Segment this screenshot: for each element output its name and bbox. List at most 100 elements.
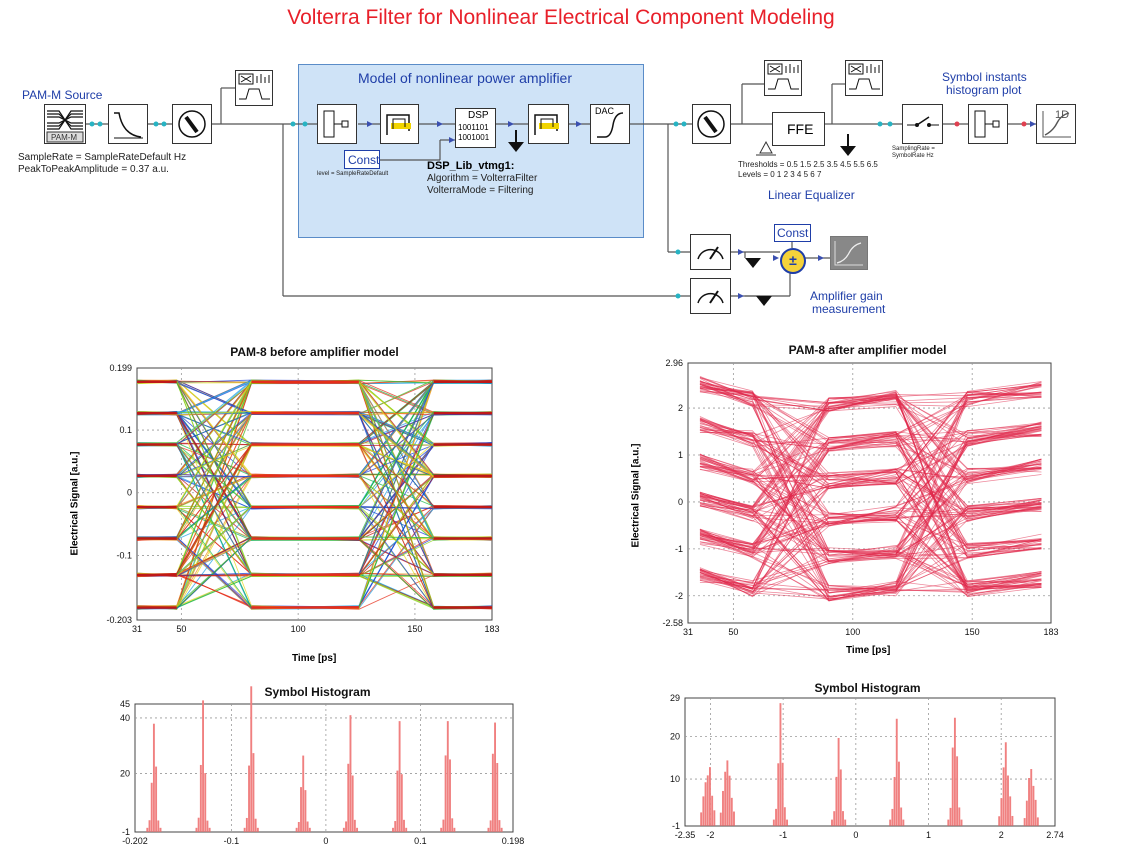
- eye-after-ytick: 1: [678, 450, 683, 460]
- const-block-gain[interactable]: Const: [774, 224, 811, 242]
- sampler-block-2[interactable]: [968, 104, 1008, 144]
- const-block-amp[interactable]: Const: [344, 150, 380, 169]
- const-param: level = SampleRateDefault: [317, 171, 389, 177]
- hist_after-bar: [772, 819, 775, 826]
- hist_before-bar: [256, 827, 259, 832]
- gain-display-block[interactable]: [830, 236, 868, 270]
- source-param-1: SampleRate = SampleRateDefault Hz: [18, 152, 187, 163]
- equalizer-param-1: Thresholds = 0.5 1.5 2.5 3.5 4.5 5.5 6.5: [738, 160, 878, 169]
- eye-after-trace: [699, 381, 1042, 507]
- meter-icon: [697, 110, 725, 138]
- hist_before-bar: [394, 821, 397, 832]
- eye-after-trace: [699, 383, 1042, 484]
- hist_before-xtick: -0.202: [122, 836, 148, 846]
- scope-block-1[interactable]: [235, 70, 273, 106]
- hist_before-bar: [489, 820, 492, 832]
- hist_after-bar: [902, 819, 905, 826]
- hist_before-bar: [159, 827, 162, 832]
- analyzer-icon: [238, 73, 270, 100]
- hist_before-bar: [302, 755, 305, 832]
- eye-after-ytick: 2: [678, 403, 683, 413]
- scope-block-2[interactable]: [764, 60, 802, 96]
- eye-after-trace: [699, 420, 1042, 552]
- volterra-filter-out-block[interactable]: [528, 104, 569, 144]
- sampler-block-1[interactable]: [317, 104, 357, 144]
- hist_after-bar: [953, 717, 956, 826]
- hist_after-bar: [781, 762, 784, 826]
- hist_after-bar: [833, 811, 836, 826]
- hist_before-bar: [451, 818, 454, 832]
- hist_after-bar: [1000, 798, 1003, 826]
- hist_before-ytick: 45: [120, 699, 130, 709]
- hist_before-bar: [347, 763, 350, 832]
- amplifier-title: Model of nonlinear power amplifier: [358, 70, 572, 86]
- gain-meter-block-2[interactable]: [692, 104, 731, 144]
- gain-meter-block-4[interactable]: [690, 278, 731, 314]
- dsp-block[interactable]: DSP 1001101 1001001: [455, 108, 496, 148]
- scope-block-3[interactable]: [845, 60, 883, 96]
- hist_after-xtick: 2: [999, 830, 1004, 840]
- hist_after-bar: [724, 771, 727, 826]
- const-label: Const: [348, 153, 380, 167]
- hist_after-bar: [1032, 785, 1035, 826]
- eye-after-trace: [699, 499, 1042, 546]
- hist_after-bar: [1025, 800, 1028, 826]
- hist_after-bar: [711, 795, 714, 826]
- hist_after-bar: [704, 782, 707, 826]
- hist_after-bar: [837, 737, 840, 826]
- eye-after-trace: [699, 380, 1042, 588]
- eye-after-trace: [699, 510, 1042, 590]
- hist_after-bar: [1023, 818, 1026, 826]
- hist_before-bar: [442, 819, 445, 832]
- hist_after-bar: [709, 767, 711, 826]
- schematic-wiring: [86, 83, 1036, 306]
- hist_before-ytick: 20: [120, 769, 130, 779]
- hist_before-bar: [304, 790, 307, 832]
- hist_before-bar: [500, 827, 503, 832]
- hist_before-bar: [353, 819, 356, 832]
- ffe-block[interactable]: FFE: [772, 112, 825, 146]
- histogram-1d-block[interactable]: 1D: [1036, 104, 1076, 144]
- hist_after-bar: [722, 790, 724, 826]
- hist_before-bar: [392, 827, 394, 832]
- hist_before-bar: [252, 753, 255, 832]
- dac-curve-icon: [597, 112, 624, 138]
- gain-meter-block[interactable]: [172, 104, 212, 144]
- eye-after-trace: [699, 508, 1042, 544]
- hist_before-bar: [403, 819, 405, 832]
- eye-after-xtick: 150: [965, 627, 980, 637]
- pam-eye-icon: [46, 110, 84, 143]
- hist_after-bar: [951, 747, 954, 826]
- hist_after-bar: [1034, 799, 1037, 826]
- gauge-icon: [697, 290, 724, 304]
- gain-meter-block-3[interactable]: [690, 234, 731, 270]
- volterra-filter-in-block[interactable]: [380, 104, 419, 144]
- hist_before-bar: [245, 817, 248, 832]
- dac-block[interactable]: DAC: [590, 104, 630, 144]
- hist_before-ytick: 40: [120, 713, 130, 723]
- hist_after-bar: [786, 819, 788, 826]
- hist_before-bar: [199, 764, 202, 832]
- hist-label-2: histogram plot: [946, 83, 1022, 97]
- hist_after-bar: [728, 775, 731, 826]
- eye-after-trace: [699, 392, 1042, 489]
- pam-source-block[interactable]: PAM-M: [44, 104, 86, 144]
- filter-stage-icon: [386, 114, 411, 135]
- eye-before-ylabel: Electrical Signal [a.u.]: [69, 451, 81, 556]
- switch-block[interactable]: [902, 104, 943, 144]
- hist_after-frame: [684, 697, 1056, 827]
- eye-after-ytick: -2: [675, 591, 683, 601]
- gain-display-icon: [834, 241, 863, 266]
- sum-block[interactable]: ±: [780, 248, 806, 274]
- hist_before-bar: [342, 827, 345, 832]
- hist_after-xtick: 0: [853, 830, 858, 840]
- hist_after-bar: [949, 807, 952, 826]
- hist_before-bar: [152, 723, 155, 832]
- filter-block[interactable]: [108, 104, 148, 144]
- hist_before-bar: [297, 821, 300, 832]
- hist_after-bar: [956, 756, 959, 826]
- eye-after-xtick: 50: [728, 627, 738, 637]
